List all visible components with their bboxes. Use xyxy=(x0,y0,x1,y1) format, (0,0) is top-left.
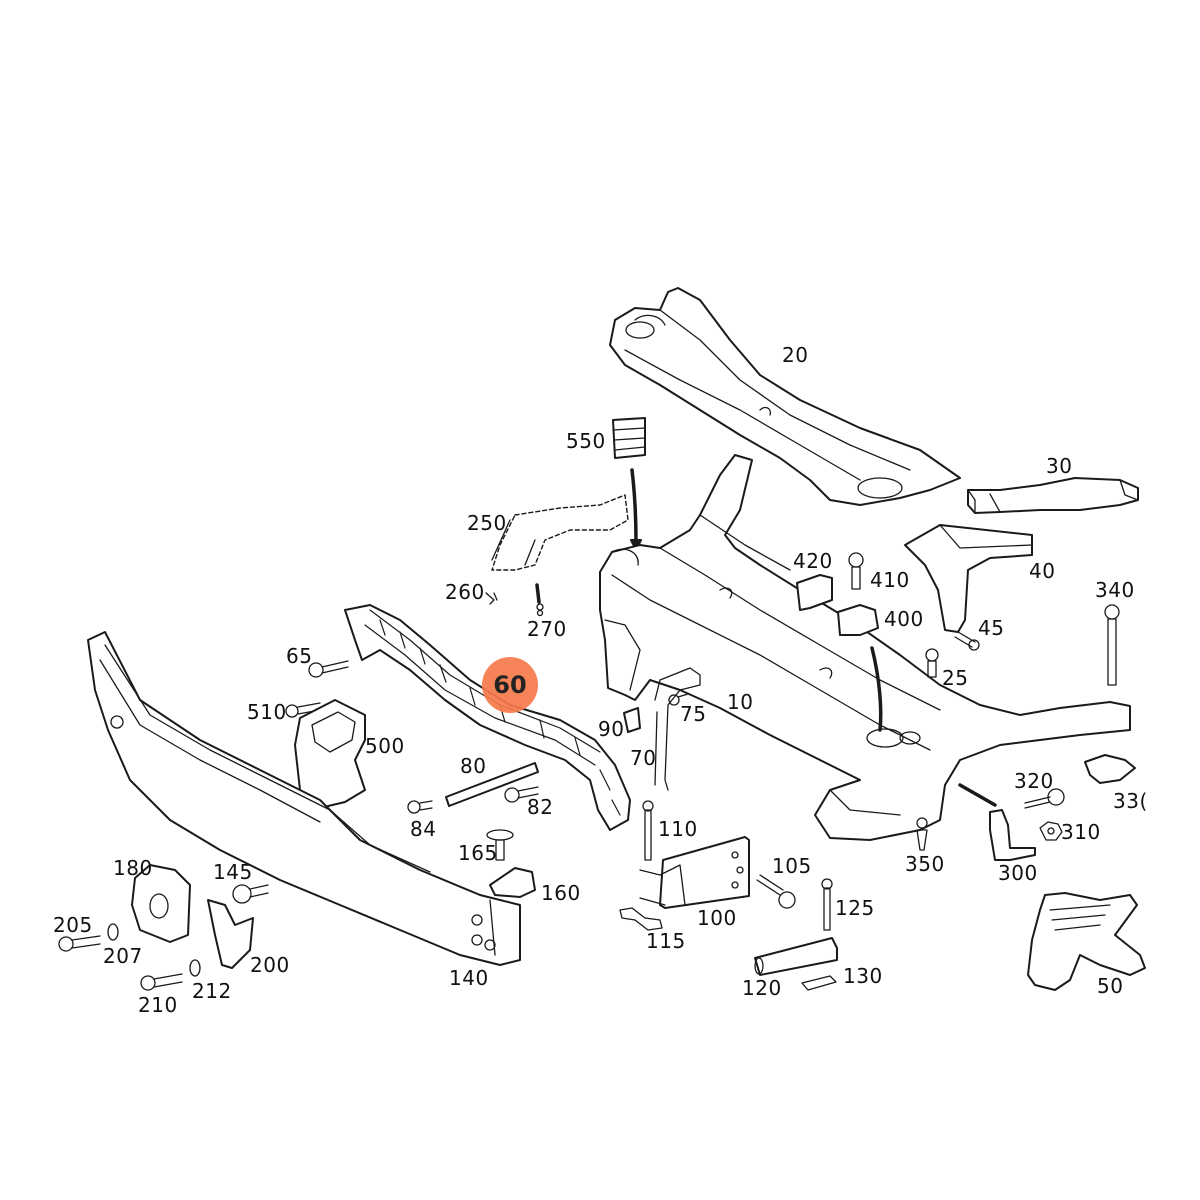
part-110-bolt xyxy=(642,800,654,861)
callout-20: 20 xyxy=(782,343,809,367)
part-300-bracket xyxy=(989,809,1036,861)
part-270-screw xyxy=(535,583,544,617)
part-45-bolt xyxy=(954,631,980,651)
callout-80: 80 xyxy=(460,754,487,778)
part-212-washer xyxy=(189,959,201,977)
part-550-bump-stop xyxy=(612,417,646,551)
part-140-bumper-beam xyxy=(87,631,521,966)
part-130-plate xyxy=(801,975,837,991)
part-200-bracket xyxy=(207,899,254,969)
arrow-300 xyxy=(958,783,997,807)
callout-145: 145 xyxy=(213,860,253,884)
callout-100: 100 xyxy=(697,906,737,930)
callout-250: 250 xyxy=(467,511,507,535)
callout-40: 40 xyxy=(1029,559,1056,583)
part-210-bolt xyxy=(140,973,183,991)
part-160-bracket xyxy=(489,867,536,898)
callout-207: 207 xyxy=(103,944,143,968)
callout-82: 82 xyxy=(527,795,554,819)
callout-120: 120 xyxy=(742,976,782,1000)
callout-270: 270 xyxy=(527,617,567,641)
callout-350: 350 xyxy=(905,852,945,876)
highlight-badge-60: 60 xyxy=(482,657,538,713)
callout-410: 410 xyxy=(870,568,910,592)
callout-330: 33( xyxy=(1113,789,1148,813)
part-400-mount xyxy=(837,604,879,636)
callout-420: 420 xyxy=(793,549,833,573)
part-84-bolt xyxy=(407,800,433,814)
part-320-bolt xyxy=(1024,788,1065,809)
part-80-pin xyxy=(445,762,539,807)
callout-210: 210 xyxy=(138,993,178,1017)
callout-65: 65 xyxy=(286,644,313,668)
callout-70: 70 xyxy=(630,746,657,770)
part-180-bracket xyxy=(131,864,191,943)
callout-320: 320 xyxy=(1014,769,1054,793)
callout-180: 180 xyxy=(113,856,153,880)
part-10-axle-carrier xyxy=(599,454,1131,841)
part-350-clip xyxy=(916,817,928,851)
callout-90: 90 xyxy=(598,717,625,741)
callout-45: 45 xyxy=(978,616,1005,640)
part-330-bracket xyxy=(1084,754,1136,784)
part-75-bolt xyxy=(668,693,689,706)
callout-30: 30 xyxy=(1046,454,1073,478)
callout-105: 105 xyxy=(772,854,812,878)
part-410-stud xyxy=(848,552,864,590)
callout-200: 200 xyxy=(250,953,290,977)
part-82-bolt xyxy=(504,786,539,803)
part-25-bolt xyxy=(925,648,939,678)
callout-550: 550 xyxy=(566,429,606,453)
callout-25: 25 xyxy=(942,666,969,690)
part-207-washer xyxy=(107,923,119,941)
part-115-washer-plate xyxy=(619,907,663,931)
callout-310: 310 xyxy=(1061,820,1101,844)
part-165-screw xyxy=(486,829,514,861)
part-340-bolt xyxy=(1104,604,1120,686)
part-205-bolt xyxy=(58,935,101,952)
arrow-400-to-10 xyxy=(870,646,883,732)
part-310-nut xyxy=(1039,821,1063,841)
callout-500: 500 xyxy=(365,734,405,758)
part-125-bolt xyxy=(821,878,833,931)
part-40-bracket xyxy=(904,524,1033,633)
part-250-bracket xyxy=(491,494,629,571)
callout-260: 260 xyxy=(445,580,485,604)
callout-10: 10 xyxy=(727,690,754,714)
callout-50: 50 xyxy=(1097,974,1124,998)
part-90-clip xyxy=(623,707,641,733)
callout-75: 75 xyxy=(680,702,707,726)
part-60-crossmember xyxy=(344,604,631,831)
callout-165: 165 xyxy=(458,841,498,865)
callout-340: 340 xyxy=(1095,578,1135,602)
part-65-bolt xyxy=(308,660,349,678)
callout-84: 84 xyxy=(410,817,437,841)
part-145-bolt xyxy=(232,884,269,904)
callout-205: 205 xyxy=(53,913,93,937)
part-70-rod xyxy=(654,667,701,791)
callout-130: 130 xyxy=(843,964,883,988)
part-30-side-rail xyxy=(967,477,1139,514)
part-105-bolt xyxy=(756,874,796,909)
callout-400: 400 xyxy=(884,607,924,631)
part-100-bracket xyxy=(639,836,750,909)
part-500-bracket xyxy=(294,699,366,809)
callout-110: 110 xyxy=(658,817,698,841)
callout-212: 212 xyxy=(192,979,232,1003)
callout-300: 300 xyxy=(998,861,1038,885)
part-50-support xyxy=(1027,892,1146,991)
callout-115: 115 xyxy=(646,929,686,953)
callout-160: 160 xyxy=(541,881,581,905)
callout-510: 510 xyxy=(247,700,287,724)
callout-140: 140 xyxy=(449,966,489,990)
part-120-tube xyxy=(754,937,838,976)
callout-125: 125 xyxy=(835,896,875,920)
part-420-clip xyxy=(796,574,833,611)
part-260-clip xyxy=(485,592,498,605)
part-20-upper-crossmember xyxy=(609,287,961,506)
